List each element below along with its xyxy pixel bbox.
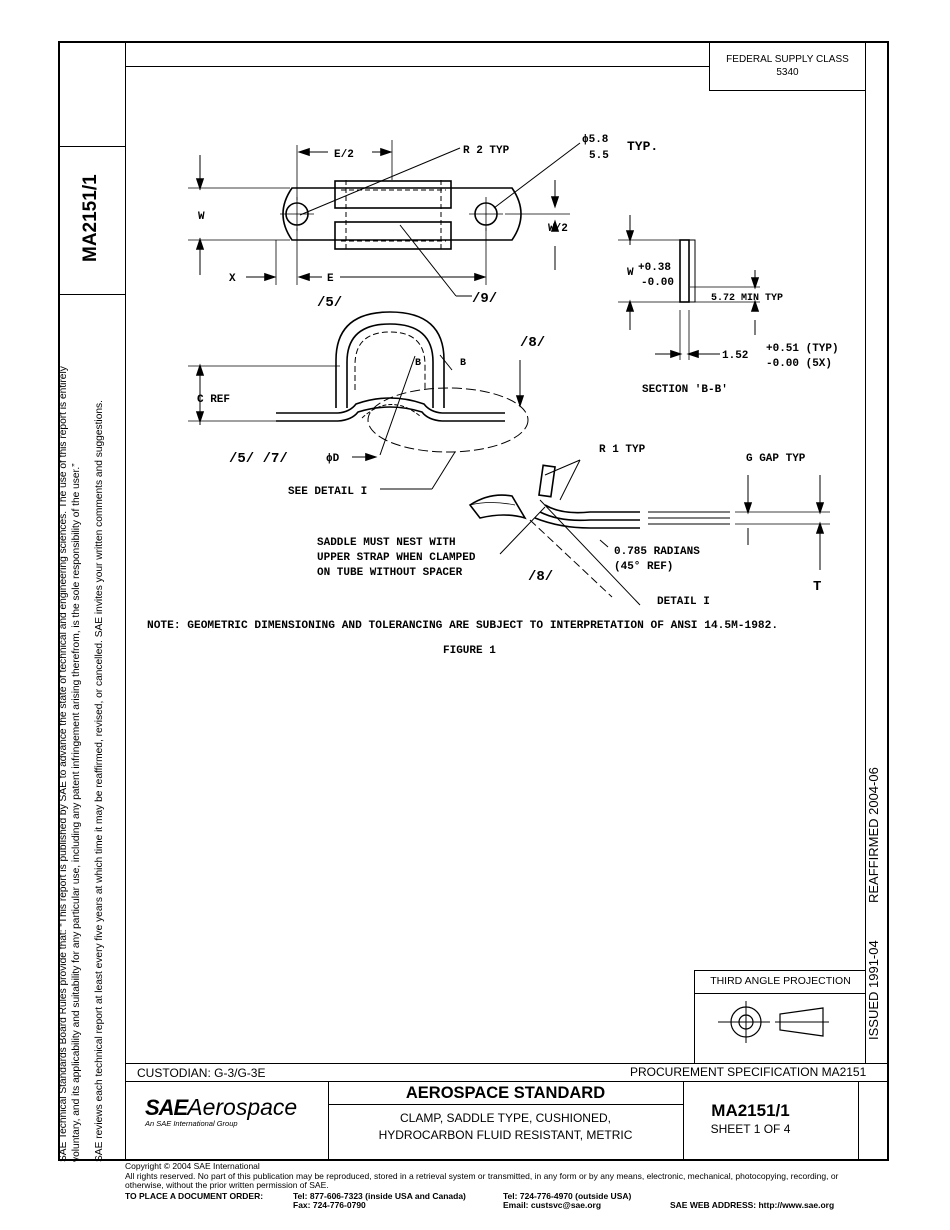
top-view-strap-outline	[282, 187, 522, 241]
detail-i-tube	[468, 494, 527, 520]
label-typ: TYP.	[627, 139, 658, 154]
figure-label: FIGURE 1	[443, 645, 496, 657]
tube-cross-section	[361, 404, 421, 419]
section-b-b	[679, 239, 690, 303]
label-saddle1: SADDLE MUST NEST WITH	[317, 537, 456, 549]
label-r2: R 2 TYP	[463, 145, 510, 157]
title-block-div1	[328, 1081, 329, 1161]
label-w-tol-minus: -0.00	[641, 277, 674, 289]
label-x: X	[229, 273, 236, 285]
label-tol-plus: +0.51 (TYP)	[766, 343, 839, 355]
saddle-upper-band	[334, 180, 452, 209]
standard-title-underline	[328, 1104, 683, 1105]
detail-circle	[367, 387, 529, 453]
title-block-div2	[683, 1081, 684, 1161]
label-detail: DETAIL I	[657, 596, 710, 608]
projection-box: THIRD ANGLE PROJECTION	[694, 970, 866, 1063]
label-dia-bot: 5.5	[589, 150, 609, 162]
label-e-half: E/2	[334, 149, 354, 161]
label-min-typ: 5.72 MIN TYP	[711, 293, 783, 304]
issued-date: ISSUED 1991-04	[866, 940, 881, 1040]
order-tel1: Tel: 877-606-7323 (inside USA and Canada…	[293, 1191, 466, 1201]
top-border-line	[125, 66, 709, 67]
sheet-number: SHEET 1 OF 4	[710, 1122, 791, 1136]
label-ref8b: /8/	[528, 569, 553, 585]
label-b2: B	[460, 358, 466, 369]
rights-line1: All rights reserved. No part of this pub…	[125, 1171, 839, 1181]
sae-logo-tagline: An SAE International Group	[145, 1119, 238, 1128]
label-dia-top: ϕ5.8	[582, 134, 609, 146]
drawing-note: NOTE: GEOMETRIC DIMENSIONING AND TOLERAN…	[147, 620, 778, 632]
label-g-gap: G GAP TYP	[746, 453, 806, 465]
label-c-ref: C REF	[197, 394, 230, 406]
federal-supply-box: FEDERAL SUPPLY CLASS 5340	[709, 41, 865, 91]
label-ref57: /5/ /7/	[229, 451, 288, 467]
label-see-detail: SEE DETAIL I	[288, 486, 367, 498]
standard-title: AEROSPACE STANDARD	[405, 1084, 606, 1102]
label-saddle3: ON TUBE WITHOUT SPACER	[317, 567, 463, 579]
reaffirmed-date: REAFFIRMED 2004-06	[866, 767, 881, 903]
right-strip-divider	[865, 41, 866, 1063]
custodian-row-bottom	[125, 1081, 889, 1082]
label-t: T	[813, 579, 821, 595]
title-block-top	[125, 1063, 889, 1064]
label-r1: R 1 TYP	[599, 444, 646, 456]
sae-logo: SAEAerospace An SAE International Group	[145, 1094, 325, 1134]
title-block-div3	[858, 1081, 859, 1161]
label-ref9: /9/	[472, 291, 497, 307]
label-phid: ϕD	[326, 453, 340, 465]
doc-number-box-top	[58, 146, 125, 147]
order-tel2: Tel: 724-776-4970 (outside USA)	[503, 1191, 632, 1201]
copyright: Copyright © 2004 SAE International	[125, 1161, 260, 1171]
drawing-frame	[58, 41, 889, 1161]
saddle-lower-band	[334, 221, 452, 250]
doc-number-box-bottom	[58, 294, 125, 295]
order-label: TO PLACE A DOCUMENT ORDER:	[125, 1191, 264, 1201]
projection-symbol-icon	[718, 1001, 829, 1043]
saddle-arch	[335, 311, 445, 408]
engineering-drawing: E/2 R 2 TYP ϕ5.8 5.5 TYP. W W/2 X E /5/ …	[147, 134, 839, 657]
label-b1: B	[415, 358, 421, 369]
order-fax: Fax: 724-776-0790	[293, 1200, 366, 1210]
order-email: Email: custsvc@sae.org	[503, 1200, 602, 1210]
label-w-half: W/2	[548, 223, 568, 235]
description-line2: HYDROCARBON FLUID RESISTANT, METRIC	[378, 1128, 633, 1142]
label-e: E	[327, 273, 334, 285]
label-radians: 0.785 RADIANS	[614, 546, 700, 558]
label-deg-ref: (45° REF)	[614, 561, 673, 573]
title-doc-number: MA2151/1	[711, 1101, 790, 1120]
procurement-spec: PROCUREMENT SPECIFICATION MA2151	[630, 1065, 867, 1079]
label-tol-minus: -0.00 (5X)	[766, 358, 832, 370]
sae-logo-mark: SAE	[145, 1095, 188, 1120]
projection-label: THIRD ANGLE PROJECTION	[710, 975, 851, 987]
custodian: CUSTODIAN: G-3/G-3E	[137, 1066, 266, 1080]
federal-supply-label: FEDERAL SUPPLY CLASS	[726, 54, 849, 65]
description-line1: CLAMP, SADDLE TYPE, CUSHIONED,	[400, 1111, 611, 1125]
left-strip-divider	[125, 41, 126, 1161]
label-saddle2: UPPER STRAP WHEN CLAMPED	[317, 552, 476, 564]
label-w-tol-w: W	[627, 267, 634, 279]
label-w-tol-plus: +0.38	[638, 262, 671, 274]
order-web: SAE WEB ADDRESS: http://www.sae.org	[670, 1200, 835, 1210]
label-w: W	[198, 211, 205, 223]
label-section: SECTION 'B-B'	[642, 384, 728, 396]
label-ref5: /5/	[317, 295, 342, 311]
label-ref8: /8/	[520, 335, 545, 351]
label-152: 1.52	[722, 350, 748, 362]
rights-line2: otherwise, without the prior written per…	[125, 1180, 329, 1190]
sae-logo-aerospace: Aerospace	[187, 1094, 298, 1120]
federal-supply-value: 5340	[776, 67, 799, 78]
projection-divider	[695, 993, 866, 994]
